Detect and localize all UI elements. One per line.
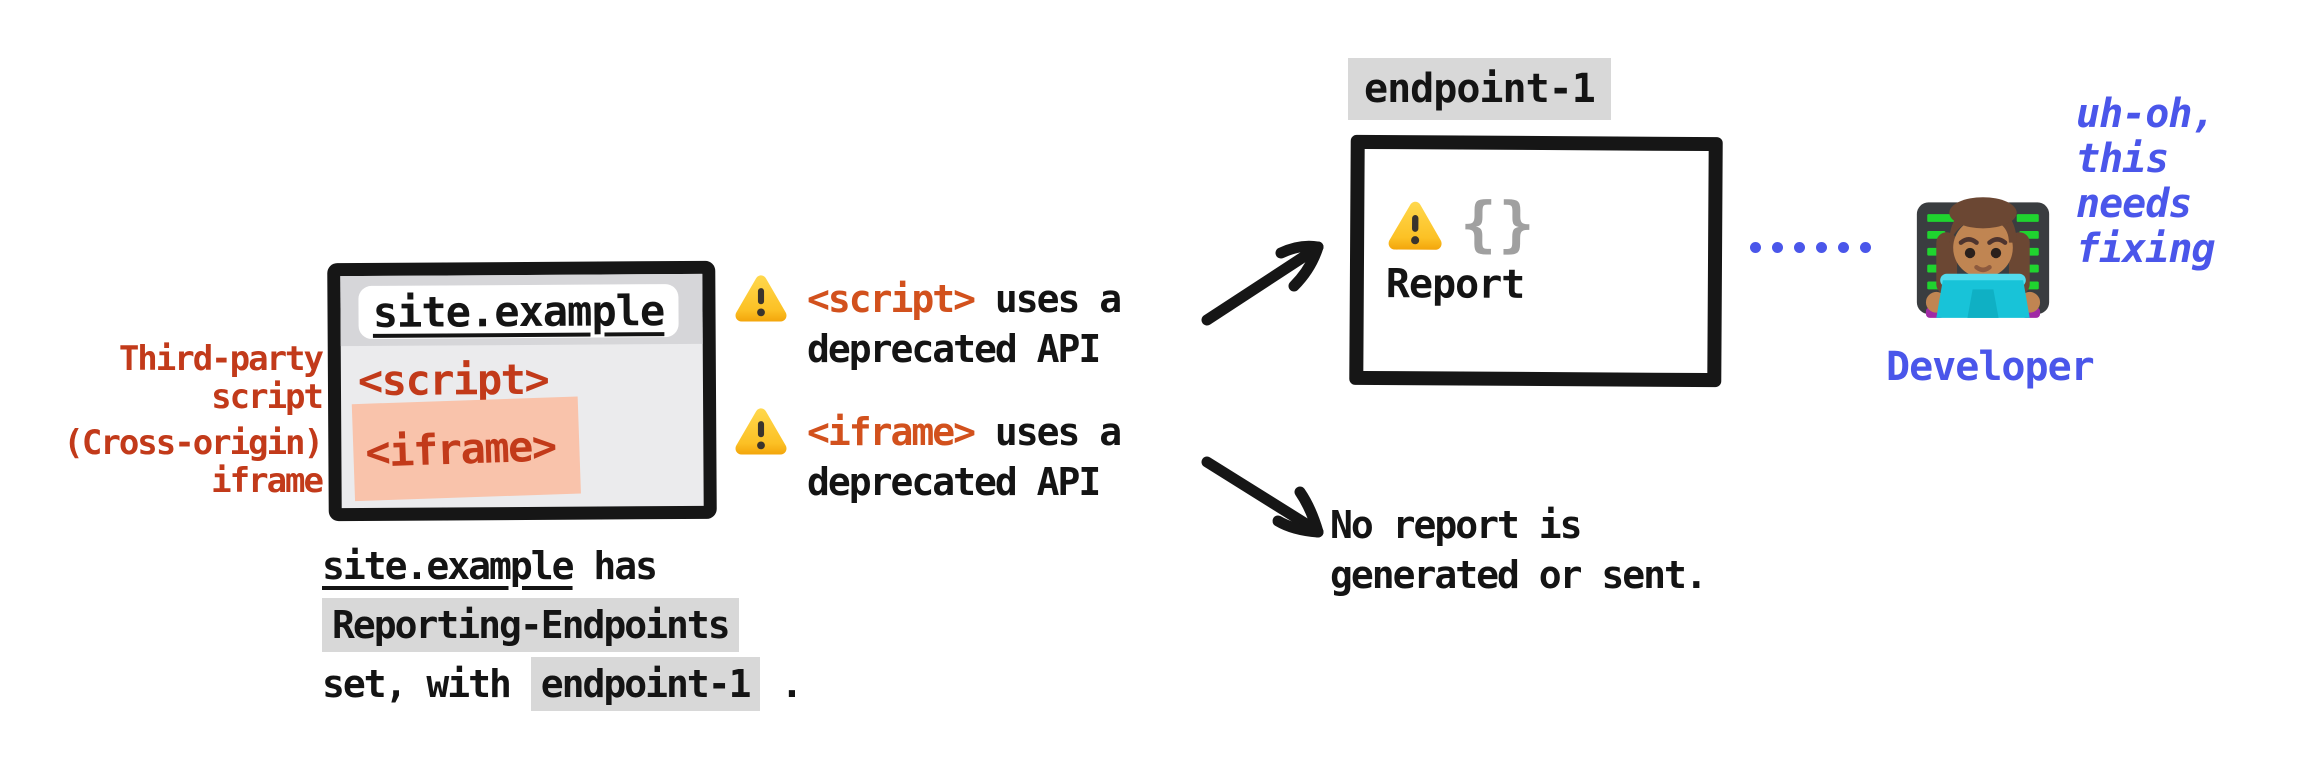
dot — [1860, 242, 1871, 253]
iframe-warning: <iframe> uses a deprecated API — [733, 405, 1122, 507]
caption-header-name: Reporting-Endpoints — [322, 598, 739, 652]
cross-origin-iframe-label-line1: (Cross-origin) — [63, 423, 324, 463]
report-word: Report — [1385, 261, 1525, 308]
iframe-warning-line2: deprecated API — [807, 460, 1101, 504]
cross-origin-iframe-label: (Cross-origin) iframe — [60, 423, 324, 501]
endpoint-report-box: {} Report — [1349, 134, 1723, 388]
dot — [1816, 242, 1827, 253]
iframe-warning-tag: <iframe> — [807, 410, 976, 454]
caption-line-3: set, with endpoint-1 . — [322, 657, 803, 711]
developer-thought-text: uh-oh, this needs fixing — [2076, 92, 2215, 272]
arrow-to-no-report-icon — [1201, 456, 1324, 538]
thought-line: this — [2076, 136, 2169, 182]
caption-period: . — [759, 662, 803, 706]
window-caption: site.example has Reporting-Endpoints set… — [322, 540, 803, 717]
arrow-to-endpoint-icon — [1201, 240, 1324, 326]
script-warning-line1: <script> uses a — [807, 274, 1122, 324]
iframe-highlight-box: <iframe> — [351, 396, 581, 502]
report-json-braces: {} — [1460, 189, 1537, 261]
third-party-script-label: Third-party script — [60, 339, 324, 417]
dot — [1750, 242, 1761, 253]
caption-endpoint-name: endpoint-1 — [530, 657, 760, 711]
caption-line-1: site.example has — [322, 540, 801, 593]
warning-icon — [735, 275, 787, 322]
warning-icon — [735, 408, 787, 455]
address-bar: site.example — [358, 284, 679, 339]
thought-line: uh-oh, — [2076, 91, 2215, 137]
no-report-line2: generated or sent. — [1330, 553, 1708, 597]
script-warning-line2: deprecated API — [807, 327, 1101, 371]
developer-emoji — [1916, 197, 2050, 318]
address-bar-url: site.example — [372, 286, 665, 337]
script-warning-text: <script> uses a deprecated API — [807, 274, 1122, 374]
iframe-tag-text: <iframe> — [364, 421, 557, 477]
cross-origin-iframe-label-line2: iframe — [211, 461, 324, 501]
iframe-warning-rest: uses a — [974, 410, 1122, 454]
no-report-line1: No report is — [1330, 503, 1583, 547]
dot — [1838, 242, 1849, 253]
thought-line: needs — [2076, 181, 2192, 227]
script-warning-rest: uses a — [974, 277, 1122, 321]
dot — [1794, 242, 1805, 253]
third-party-script-label-line1: Third-party — [118, 339, 324, 379]
developer-label: Developer — [1886, 344, 2095, 390]
dot — [1772, 242, 1783, 253]
endpoint-label: endpoint-1 — [1348, 58, 1611, 120]
browser-window: site.example <script> <iframe> — [327, 260, 717, 522]
iframe-warning-text: <iframe> uses a deprecated API — [807, 407, 1122, 507]
iframe-warning-line1: <iframe> uses a — [807, 407, 1122, 457]
report-row: {} — [1386, 189, 1537, 260]
third-party-script-label-line2: script — [211, 377, 324, 417]
caption-set-with: set, with — [322, 662, 531, 706]
caption-line-2: Reporting-Endpoints — [322, 598, 801, 652]
script-warning: <script> uses a deprecated API — [733, 272, 1122, 374]
script-warning-tag: <script> — [807, 277, 976, 321]
thought-line: fixing — [2076, 226, 2215, 272]
warning-icon — [1388, 201, 1442, 250]
dotted-connector — [1750, 242, 1871, 253]
caption-site-name: site.example — [322, 544, 575, 588]
caption-has: has — [572, 544, 658, 588]
no-report-text: No report is generated or sent. — [1330, 500, 1708, 600]
